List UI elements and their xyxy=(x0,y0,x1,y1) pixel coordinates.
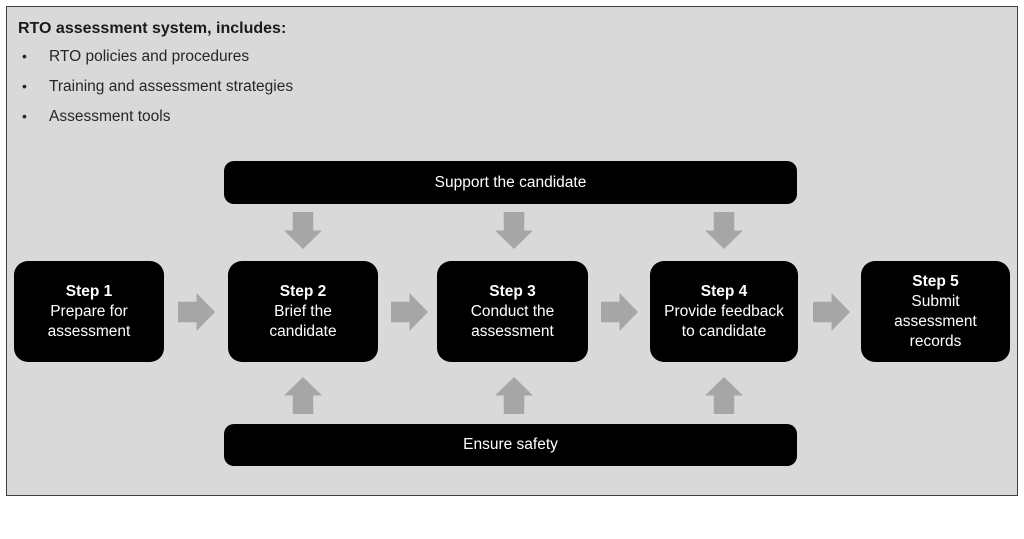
step-title: Step 5 xyxy=(912,272,959,290)
step-box-3: Step 3 Conduct the assessment xyxy=(437,261,588,362)
step-description: Conduct the assessment xyxy=(470,302,555,340)
step-box-1: Step 1 Prepare for assessment xyxy=(14,261,164,362)
bullet-icon: • xyxy=(22,108,27,124)
step-description: Prepare for assessment xyxy=(47,302,131,340)
step-title: Step 4 xyxy=(700,282,748,300)
bullet-text: RTO policies and procedures xyxy=(49,48,250,65)
up-arrow-icon xyxy=(284,377,322,414)
down-arrow-icon xyxy=(284,212,322,249)
page-title: RTO assessment system, includes: xyxy=(18,20,287,37)
step-description: Provide feedback to candidate xyxy=(664,302,784,340)
right-arrow-icon xyxy=(813,293,850,331)
list-item: • Assessment tools xyxy=(22,108,293,138)
step-description: Submit assessment records xyxy=(894,292,977,350)
bullet-list: • RTO policies and procedures • Training… xyxy=(22,48,293,138)
step-title: Step 3 xyxy=(489,282,536,300)
bullet-text: Training and assessment strategies xyxy=(49,78,294,95)
support-candidate-bar: Support the candidate xyxy=(224,161,797,204)
bullet-icon: • xyxy=(22,48,27,64)
step-title: Step 2 xyxy=(279,282,327,300)
right-arrow-icon xyxy=(178,293,215,331)
right-arrow-icon xyxy=(391,293,428,331)
ensure-safety-bar: Ensure safety xyxy=(224,424,797,466)
step-box-2: Step 2 Brief the candidate xyxy=(228,261,378,362)
step-box-4: Step 4 Provide feedback to candidate xyxy=(650,261,798,362)
step-description: Brief the candidate xyxy=(269,302,337,340)
diagram-panel: RTO assessment system, includes: • RTO p… xyxy=(6,6,1018,496)
down-arrow-icon xyxy=(705,212,743,249)
right-arrow-icon xyxy=(601,293,638,331)
up-arrow-icon xyxy=(495,377,533,414)
bullet-text: Assessment tools xyxy=(49,108,171,125)
bullet-icon: • xyxy=(22,78,27,94)
up-arrow-icon xyxy=(705,377,743,414)
list-item: • RTO policies and procedures xyxy=(22,48,293,78)
step-box-5: Step 5 Submit assessment records xyxy=(861,261,1010,362)
step-title: Step 1 xyxy=(65,282,113,300)
down-arrow-icon xyxy=(495,212,533,249)
list-item: • Training and assessment strategies xyxy=(22,78,293,108)
